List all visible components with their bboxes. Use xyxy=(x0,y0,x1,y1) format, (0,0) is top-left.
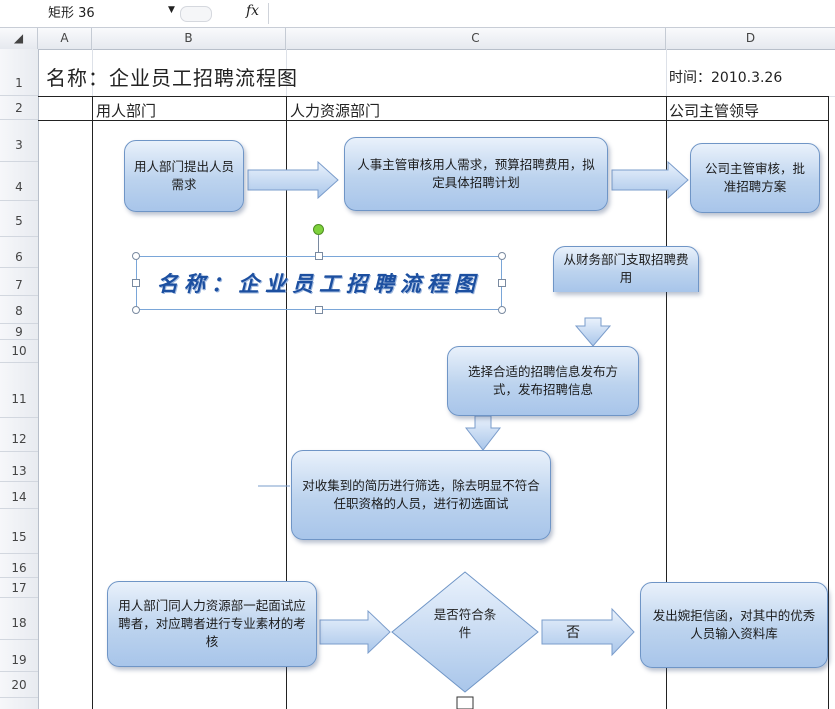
arrow-right-2 xyxy=(611,160,689,200)
rotate-stem xyxy=(318,234,319,256)
row-header[interactable]: 3 xyxy=(0,120,38,162)
row-header[interactable]: 14 xyxy=(0,482,38,509)
rotate-handle[interactable] xyxy=(313,224,324,235)
sheet-title: 名称：企业员工招聘流程图 xyxy=(46,66,298,90)
lane-divider xyxy=(828,96,829,709)
step-reject-letter[interactable]: 发出婉拒信函，对其中的优秀人员输入资料库 xyxy=(640,582,828,668)
row-header[interactable]: 8 xyxy=(0,296,38,324)
lane-divider xyxy=(666,96,667,709)
resize-handle[interactable] xyxy=(498,252,506,260)
resize-handle[interactable] xyxy=(498,306,506,314)
resize-handle[interactable] xyxy=(132,252,140,260)
lane-divider xyxy=(92,96,93,709)
arrow-right-4 xyxy=(541,607,635,657)
arrow-right-3 xyxy=(319,609,391,655)
lane-top-border xyxy=(38,96,829,97)
connector-stub xyxy=(456,696,474,709)
row-header[interactable]: 19 xyxy=(0,640,38,672)
column-header-d[interactable]: D xyxy=(745,31,756,45)
formula-input[interactable] xyxy=(268,3,835,24)
sheet-date: 时间：2010.3.26 xyxy=(669,70,783,86)
step-hr-review[interactable]: 人事主管审核用人需求，预算招聘费用，拟定具体招聘计划 xyxy=(344,137,608,211)
row-header[interactable]: 6 xyxy=(0,237,38,268)
step-interview[interactable]: 用人部门同人力资源部一起面试应聘者，对应聘者进行专业素材的考核 xyxy=(107,581,317,667)
insert-function-icon[interactable]: fx xyxy=(246,3,260,19)
resize-handle[interactable] xyxy=(132,279,140,287)
row-header[interactable]: 7 xyxy=(0,268,38,296)
column-header-b[interactable]: B xyxy=(92,28,286,49)
arrow-down-2 xyxy=(464,415,502,451)
resize-handle[interactable] xyxy=(132,306,140,314)
lane-label-management: 公司主管领导 xyxy=(669,102,760,120)
row-header[interactable]: 5 xyxy=(0,201,38,237)
column-header-bar: ◢ A B C D xyxy=(0,28,835,50)
resize-handle[interactable] xyxy=(315,252,323,260)
row-header[interactable]: 18 xyxy=(0,598,38,640)
step-publish[interactable]: 选择合适的招聘信息发布方式，发布招聘信息 xyxy=(447,346,639,416)
row-header[interactable]: 15 xyxy=(0,509,38,554)
formula-bar xyxy=(0,0,835,28)
step-management-approve[interactable]: 公司主管审核，批准招聘方案 xyxy=(690,143,820,213)
row-header[interactable]: 16 xyxy=(0,554,38,578)
row-header-bar: 1 2 3 4 5 6 7 8 9 10 11 12 13 14 15 16 1… xyxy=(0,49,39,709)
arrow-right-1 xyxy=(247,160,339,200)
row-header[interactable]: 12 xyxy=(0,418,38,452)
arrow-down-1 xyxy=(574,317,612,347)
row-header[interactable]: 11 xyxy=(0,363,38,418)
decision-diamond xyxy=(391,571,539,693)
resize-handle[interactable] xyxy=(498,279,506,287)
step-finance[interactable]: 从财务部门支取招聘费用 xyxy=(553,246,699,292)
row-header[interactable]: 13 xyxy=(0,452,38,482)
step-screen[interactable]: 对收集到的简历进行筛选，除去明显不符合任职资格的人员，进行初选面试 xyxy=(291,450,551,540)
row-header[interactable]: 9 xyxy=(0,324,38,340)
step-user-request[interactable]: 用人部门提出人员需求 xyxy=(124,140,244,212)
decision-label: 是否符合条件 xyxy=(433,607,497,640)
row-header[interactable]: 17 xyxy=(0,578,38,598)
formula-bar-splitter[interactable] xyxy=(180,6,212,22)
wordart-title[interactable]: 名称：企业员工招聘流程图 xyxy=(136,256,502,310)
lane-header-border xyxy=(38,120,829,121)
row-header[interactable]: 1 xyxy=(0,49,38,96)
chevron-down-icon[interactable]: ▼ xyxy=(168,5,175,15)
row-header[interactable]: 2 xyxy=(0,96,38,120)
lane-label-user-dept: 用人部门 xyxy=(96,102,157,120)
row-header[interactable]: 10 xyxy=(0,340,38,363)
column-header-a[interactable]: A xyxy=(38,28,92,49)
select-all-corner[interactable]: ◢ xyxy=(0,28,38,49)
lane-divider xyxy=(286,96,287,709)
name-box[interactable]: 矩形 36 xyxy=(48,6,95,21)
resize-handle[interactable] xyxy=(315,306,323,314)
row-header[interactable]: 20 xyxy=(0,672,38,698)
row-header[interactable]: 4 xyxy=(0,162,38,201)
no-label: 否 xyxy=(566,625,580,641)
lane-label-hr-dept: 人力资源部门 xyxy=(290,102,381,120)
column-header-c[interactable]: C xyxy=(286,28,666,49)
